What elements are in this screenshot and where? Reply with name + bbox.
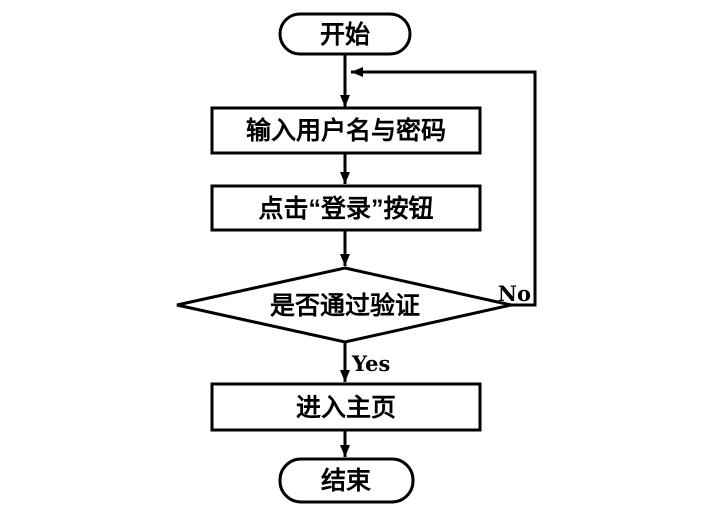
node-input-credentials-label: 输入用户名与密码: [246, 116, 446, 145]
edge-no-loop: [351, 67, 537, 307]
edge-label-yes: Yes: [351, 351, 390, 376]
node-enter-home-process: [210, 382, 482, 432]
node-verify-decision: [176, 266, 512, 344]
node-click-login-label: 点击“登录”按钮: [258, 194, 433, 223]
node-input-credentials-process: [210, 106, 482, 155]
node-start-terminator: [278, 12, 412, 56]
node-end-label: 结束: [321, 467, 372, 495]
node-verify-label: 是否通过验证: [270, 291, 420, 320]
node-click-login-process: [210, 184, 482, 232]
node-end-terminator: [278, 457, 415, 504]
node-enter-home-label: 进入主页: [296, 394, 396, 422]
node-start-label: 开始: [320, 21, 370, 49]
